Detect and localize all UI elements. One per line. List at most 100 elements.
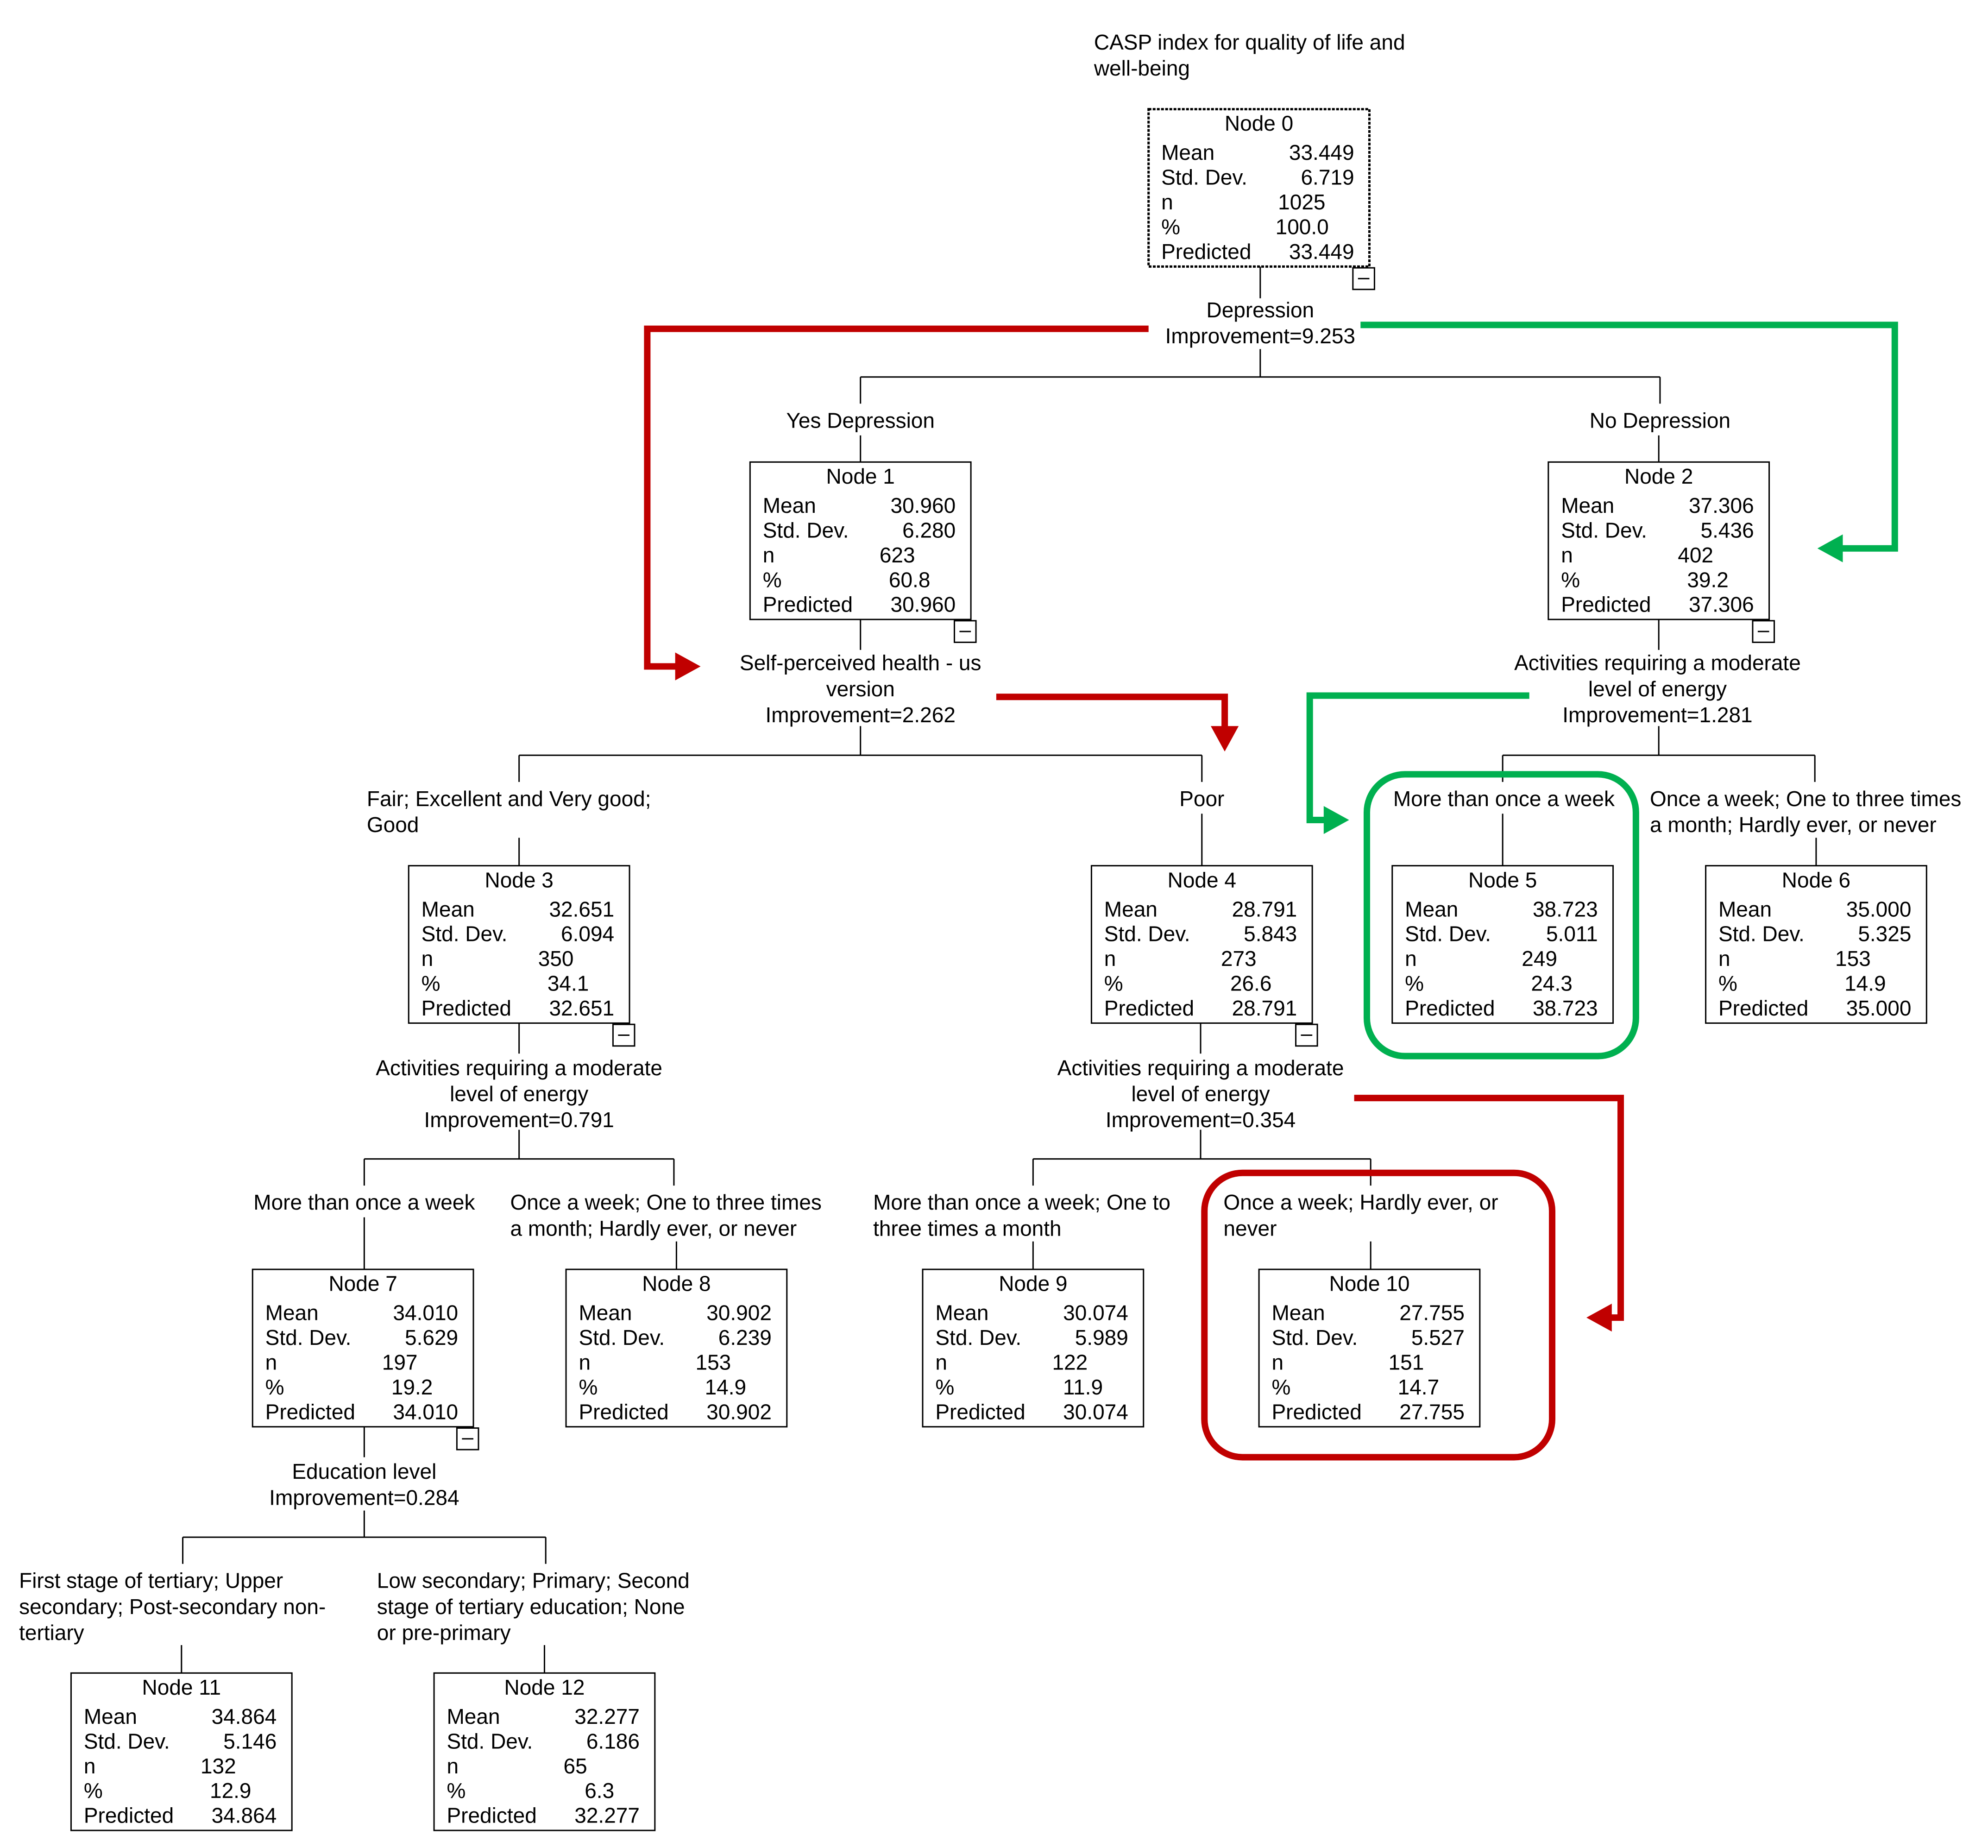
stat-value-mean: 27.755 [1399, 1301, 1465, 1325]
stat-label-pct: % [1405, 971, 1424, 996]
collapse-toggle[interactable] [953, 620, 977, 643]
branch-label-line-0: More than once a week [253, 1190, 475, 1214]
branch-label-line-0: Fair; Excellent and Very good; [367, 787, 651, 811]
stat-value-pct: 39.2 [1687, 568, 1729, 592]
stat-label-sd: Std. Dev. [265, 1325, 352, 1350]
stat-value-pct: 6.3 [585, 1779, 614, 1803]
stat-value-sd: 5.843 [1244, 922, 1297, 946]
split-label-line-2: Improvement=0.354 [1106, 1108, 1296, 1132]
arrowhead-icon [1323, 806, 1349, 834]
branch-label-line-1: Good [367, 813, 419, 837]
collapse-toggle[interactable] [1352, 267, 1375, 290]
split-label-line-1: version [826, 677, 895, 701]
node-box [1705, 865, 1927, 1024]
node-title: Node 0 [1225, 111, 1293, 135]
stat-value-sd: 6.719 [1301, 165, 1354, 189]
stat-value-mean: 32.277 [574, 1704, 640, 1728]
stat-label-mean: Mean [935, 1301, 988, 1325]
stat-value-n: 249 [1522, 946, 1557, 971]
stat-value-sd: 6.239 [718, 1325, 772, 1350]
stat-value-n: 273 [1221, 946, 1257, 971]
stat-value-sd: 6.186 [586, 1729, 640, 1753]
stat-value-mean: 32.651 [549, 897, 614, 921]
collapse-toggle[interactable] [1295, 1023, 1318, 1047]
stat-label-sd: Std. Dev. [1718, 922, 1805, 946]
stat-value-sd: 6.094 [561, 922, 614, 946]
stat-label-mean: Mean [1718, 897, 1772, 921]
stat-label-pct: % [265, 1375, 284, 1399]
stat-value-n: 623 [880, 543, 915, 567]
stat-label-sd: Std. Dev. [422, 922, 508, 946]
stat-value-pct: 100.0 [1276, 215, 1329, 239]
highlight-node-10 [1201, 1169, 1556, 1461]
node-title: Node 6 [1782, 868, 1850, 892]
stat-label-pct: % [1104, 971, 1123, 996]
node-title: Node 5 [1468, 868, 1537, 892]
stat-label-pct: % [763, 568, 782, 592]
stat-value-mean: 30.074 [1063, 1301, 1128, 1325]
stat-value-sd: 5.629 [405, 1325, 458, 1350]
stat-value-sd: 6.280 [902, 518, 956, 542]
branch-label-line-0: Once a week; One to three times [510, 1190, 821, 1214]
stat-value-pct: 26.6 [1230, 971, 1272, 996]
collapse-toggle[interactable] [612, 1023, 635, 1047]
branch-label-line-0: Low secondary; Primary; Second [377, 1569, 690, 1593]
stat-label-n: n [763, 543, 775, 567]
branch-label-line-0: Yes Depression [786, 408, 935, 432]
stat-value-n: 65 [564, 1754, 587, 1778]
branch-label-line-2: tertiary [19, 1621, 84, 1645]
stat-value-n: 153 [1835, 946, 1871, 971]
stat-label-mean: Mean [1104, 897, 1158, 921]
stat-label-mean: Mean [1161, 140, 1214, 164]
stat-label-n: n [1405, 946, 1417, 971]
stat-value-pct: 14.9 [705, 1375, 747, 1399]
stat-value-mean: 35.000 [1846, 897, 1912, 921]
branch-label-line-0: Poor [1179, 787, 1224, 811]
stat-label-n: n [1718, 946, 1730, 971]
stat-value-mean: 34.864 [212, 1704, 277, 1728]
stat-label-mean: Mean [422, 897, 475, 921]
stat-label-pct: % [935, 1375, 954, 1399]
branch-label-line-1: secondary; Post-secondary non- [19, 1595, 326, 1619]
stat-value-pct: 11.9 [1063, 1375, 1103, 1399]
stat-label-mean: Mean [1271, 1301, 1325, 1325]
stat-value-n: 1025 [1278, 190, 1325, 214]
branch-label-line-1: three times a month [873, 1216, 1062, 1240]
stat-value-mean: 30.960 [891, 493, 956, 517]
stat-label-n: n [1561, 543, 1573, 567]
stat-label-pct: % [422, 971, 440, 996]
stat-label-mean: Mean [579, 1301, 632, 1325]
branch-2: No Depression [1590, 408, 1730, 432]
stat-label-n: n [422, 946, 434, 971]
node-title: Node 3 [484, 868, 553, 892]
stat-label-pred: Predicted [1561, 593, 1651, 617]
node-title: Node 9 [999, 1272, 1067, 1296]
branch-5: More than once a week [1393, 787, 1615, 811]
stat-label-sd: Std. Dev. [84, 1729, 170, 1753]
split-label-line-0: Self-perceived health - us [740, 651, 981, 675]
stat-label-pct: % [1271, 1375, 1290, 1399]
stat-value-sd: 5.146 [223, 1729, 277, 1753]
collapse-toggle[interactable] [1752, 620, 1775, 643]
red-path-arrow [1354, 1095, 1624, 1321]
node-box [70, 1672, 293, 1831]
branch-label-line-0: More than once a week [1393, 787, 1615, 811]
green-path-arrow [1306, 692, 1529, 823]
stat-label-pred: Predicted [1161, 240, 1251, 264]
node-box [565, 1268, 788, 1428]
stat-label-pred: Predicted [935, 1400, 1025, 1424]
node-title: Node 11 [142, 1675, 221, 1699]
stat-label-n: n [1161, 190, 1173, 214]
collapse-toggle[interactable] [456, 1427, 479, 1451]
collapse-toggle-box[interactable] [612, 1023, 635, 1047]
